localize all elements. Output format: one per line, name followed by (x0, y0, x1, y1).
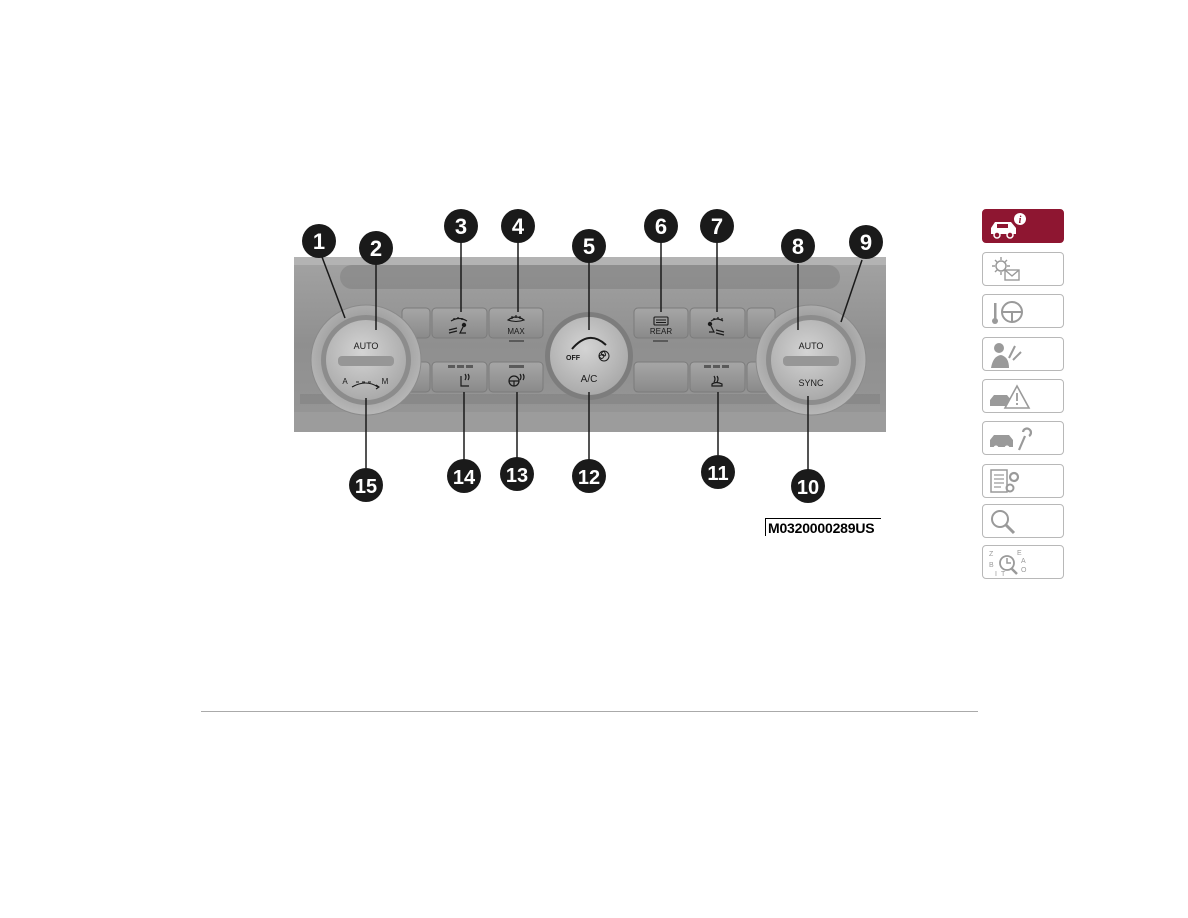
max-label: MAX (507, 327, 525, 336)
max-defrost-icon (506, 315, 526, 323)
callout-12 (572, 459, 606, 493)
callout-circles (302, 209, 883, 503)
callout-4-label: 4 (512, 214, 525, 239)
figure-code: M0320000289US (765, 518, 881, 536)
svg-text:Z: Z (989, 551, 994, 558)
callout-14-label: 14 (453, 467, 476, 489)
svg-text:A: A (1021, 558, 1026, 565)
magnifier-icon (991, 510, 1016, 535)
callout-2 (359, 231, 393, 265)
key-steering-wheel-icon (992, 301, 1023, 324)
passenger-heated-seat-icon (711, 375, 723, 387)
max-defrost-button[interactable] (488, 307, 544, 339)
left-temperature-knob[interactable]: AUTO A M (310, 304, 422, 416)
fan-icon (598, 350, 610, 362)
svg-text:I: I (995, 571, 997, 578)
fan-speed-arc (571, 337, 607, 350)
heated-seat-button[interactable] (431, 361, 488, 393)
callout-5 (572, 229, 606, 263)
callout-10 (791, 469, 825, 503)
sidebar-tab-sun-envelope[interactable] (982, 252, 1064, 286)
indicator-leds (448, 340, 729, 368)
sidebar-tab-key-steering[interactable] (982, 294, 1064, 328)
heated-seat-icon (460, 373, 470, 387)
callout-1-label: 1 (313, 229, 325, 254)
callout-14 (447, 459, 481, 493)
off-label: OFF (566, 355, 581, 362)
footer-rule (201, 711, 978, 712)
callout-12-label: 12 (578, 467, 600, 489)
sidebar-tab-specifications[interactable] (982, 464, 1064, 498)
rear-label: REAR (650, 327, 672, 336)
car-info-icon: i (991, 213, 1026, 239)
fan-speed-knob[interactable]: OFF A/C (545, 312, 633, 400)
right-auto-label: AUTO (799, 341, 824, 351)
left-m-label: M (382, 377, 389, 386)
callout-leaders (321, 242, 863, 471)
sync-label: SYNC (798, 378, 824, 388)
sidebar-tab-service[interactable] (982, 421, 1064, 455)
callout-3-label: 3 (455, 214, 467, 239)
callout-5-label: 5 (583, 234, 595, 259)
callout-8 (781, 229, 815, 263)
svg-text:O: O (1021, 567, 1027, 574)
callout-7-label: 7 (711, 214, 723, 239)
left-a-label: A (342, 377, 348, 386)
callout-1 (302, 224, 336, 258)
recirculation-icon (351, 381, 380, 390)
callout-10-label: 10 (797, 477, 819, 499)
passenger-airflow-icon (707, 317, 725, 336)
rear-defrost-icon (653, 316, 669, 326)
svg-text:T: T (1001, 571, 1006, 578)
callout-6-label: 6 (655, 214, 667, 239)
ac-label: A/C (581, 374, 598, 385)
callout-3 (444, 209, 478, 243)
callout-7 (700, 209, 734, 243)
callout-15-label: 15 (355, 476, 377, 498)
sidebar-tab-safety[interactable] (982, 337, 1064, 371)
car-warning-icon (990, 384, 1031, 409)
windshield-airflow-icon (448, 317, 468, 334)
callout-4 (501, 209, 535, 243)
callout-11-label: 11 (707, 463, 728, 485)
left-auto-label: AUTO (354, 341, 379, 351)
right-temperature-knob[interactable]: AUTO SYNC (755, 304, 867, 416)
callout-6 (644, 209, 678, 243)
callout-15 (349, 468, 383, 502)
person-airbag-icon (991, 343, 1022, 368)
svg-text:i: i (1019, 215, 1022, 226)
car-wrench-icon (990, 427, 1032, 451)
callout-13 (500, 457, 534, 491)
heated-steering-wheel-icon (508, 373, 525, 387)
sidebar-tab-emergency[interactable] (982, 379, 1064, 413)
callout-9-label: 9 (860, 230, 872, 255)
svg-text:E: E (1017, 550, 1022, 557)
sun-envelope-icon (992, 257, 1020, 281)
callout-8-label: 8 (792, 234, 804, 259)
sidebar-tab-vehicle-info[interactable]: i (982, 209, 1064, 243)
callout-13-label: 13 (506, 465, 528, 487)
callout-labels: 1 2 3 4 5 6 7 8 9 10 11 12 13 14 15 (313, 214, 872, 499)
callout-2-label: 2 (370, 236, 382, 261)
callout-11 (701, 455, 735, 489)
document-gears-icon (990, 469, 1020, 493)
windshield-airflow-button[interactable] (431, 307, 488, 339)
callout-9 (849, 225, 883, 259)
sidebar-tab-search[interactable] (982, 504, 1064, 538)
svg-text:B: B (989, 562, 994, 569)
top-button-row (401, 307, 776, 339)
